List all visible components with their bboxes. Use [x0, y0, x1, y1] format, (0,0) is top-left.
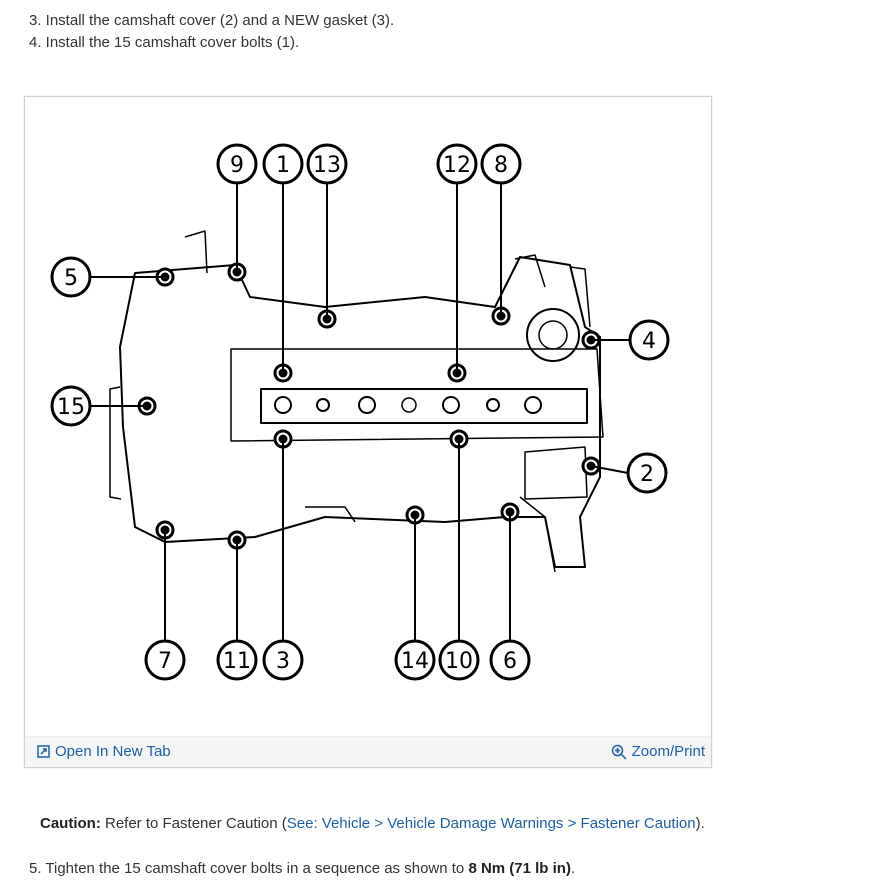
callout-label-10: 10: [445, 649, 473, 674]
callout-circle-12: [436, 143, 478, 185]
zoom-print-label: Zoom/Print: [631, 743, 705, 760]
callout-circle-9: [216, 143, 258, 185]
callout-15: 15: [50, 385, 92, 427]
callout-label-12: 12: [443, 153, 471, 178]
callout-2: 2: [626, 452, 668, 494]
callout-circle-4: [628, 319, 670, 361]
callout-label-4: 4: [642, 329, 656, 354]
figure-toolbar: Open In New Tab Zoom/Print: [25, 736, 711, 767]
step-3-text: 3. Install the camshaft cover (2) and a …: [29, 12, 395, 29]
callout-14: 14: [394, 639, 436, 681]
callout-3: 3: [262, 639, 304, 681]
open-external-icon: [37, 745, 50, 758]
zoom-in-icon: [611, 744, 627, 760]
callout-10: 10: [438, 639, 480, 681]
callout-7: 7: [144, 639, 186, 681]
camshaft-cover-drawing: [109, 230, 604, 573]
caution-text: Refer to Fastener Caution (: [100, 815, 287, 832]
callout-12: 12: [436, 143, 478, 185]
torque-spec: 8 Nm (71 lb in): [468, 860, 571, 877]
callout-circle-13: [306, 143, 348, 185]
callout-11: 11: [216, 639, 258, 681]
callout-circle-2: [626, 452, 668, 494]
callout-label-5: 5: [64, 266, 78, 291]
callout-label-15: 15: [57, 395, 85, 420]
callout-circle-10: [438, 639, 480, 681]
zoom-print-link[interactable]: Zoom/Print: [611, 743, 705, 760]
callout-circle-8: [480, 143, 522, 185]
callout-circle-14: [394, 639, 436, 681]
callout-label-11: 11: [223, 649, 251, 674]
fastener-caution-link[interactable]: See: Vehicle > Vehicle Damage Warnings >…: [286, 815, 696, 832]
caution-text-end: ).: [695, 815, 705, 832]
leader-lines: [90, 183, 630, 641]
callout-circle-3: [262, 639, 304, 681]
callout-label-1: 1: [276, 153, 290, 178]
caution-label: Caution:: [40, 815, 101, 832]
callout-circle-7: [144, 639, 186, 681]
callout-8: 8: [480, 143, 522, 185]
step-5-text: 5. Tighten the 15 camshaft cover bolts i…: [29, 860, 575, 878]
callout-13: 13: [306, 143, 348, 185]
callout-label-9: 9: [230, 153, 244, 178]
callout-circle-1: [262, 143, 304, 185]
step-5-instruction: 5. Tighten the 15 camshaft cover bolts i…: [29, 860, 469, 877]
callout-label-13: 13: [313, 153, 341, 178]
callout-6: 6: [489, 639, 531, 681]
callout-circle-15: [50, 385, 92, 427]
open-in-new-tab-label: Open In New Tab: [55, 743, 171, 760]
callout-label-8: 8: [494, 153, 508, 178]
callout-4: 4: [628, 319, 670, 361]
callout-circle-5: [50, 256, 92, 298]
callout-label-2: 2: [640, 462, 654, 487]
step-5-end: .: [570, 860, 576, 877]
callout-5: 5: [50, 256, 92, 298]
callout-circle-11: [216, 639, 258, 681]
callout-label-3: 3: [276, 649, 290, 674]
callout-1: 1: [262, 143, 304, 185]
open-in-new-tab-link[interactable]: Open In New Tab: [37, 743, 171, 760]
callout-label-6: 6: [503, 649, 517, 674]
fastener-caution-note: Caution: Refer to Fastener Caution (See:…: [40, 815, 705, 833]
leader-line-2: [590, 465, 629, 474]
callout-circle-6: [489, 639, 531, 681]
callout-9: 9: [216, 143, 258, 185]
callout-label-7: 7: [158, 649, 172, 674]
callout-label-14: 14: [401, 649, 429, 674]
step-4-text: 4. Install the 15 camshaft cover bolts (…: [29, 34, 300, 51]
